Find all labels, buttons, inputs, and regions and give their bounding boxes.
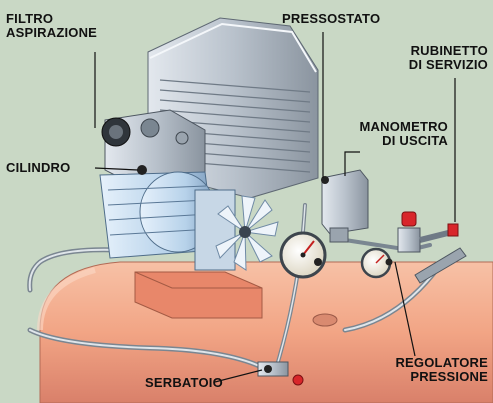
label-filtro-line1: FILTRO xyxy=(6,11,54,26)
label-filtro-line2: ASPIRAZIONE xyxy=(6,25,98,40)
label-regolatore-line2: PRESSIONE xyxy=(410,369,488,384)
label-manometro-line1: MANOMETRO xyxy=(359,119,448,134)
label-serbatoio: SERBATOIO xyxy=(145,376,223,390)
label-cilindro-line1: CILINDRO xyxy=(6,160,71,175)
pressure-regulator xyxy=(397,211,467,284)
manometer-small xyxy=(360,247,393,279)
label-serbatoio-line1: SERBATOIO xyxy=(145,375,223,390)
label-manometro-di-uscita: MANOMETRO DI USCITA xyxy=(328,120,448,148)
label-pressostato: PRESSOSTATO xyxy=(282,12,380,26)
label-cilindro: CILINDRO xyxy=(6,161,70,175)
drain-valve xyxy=(257,361,304,386)
cooling-fan xyxy=(194,189,279,271)
cylinder-head xyxy=(101,109,206,189)
label-pressostato-line1: PRESSOSTATO xyxy=(282,11,381,26)
label-rubinetto-line2: DI SERVIZIO xyxy=(408,57,488,72)
label-rubinetto-line1: RUBINETTO xyxy=(410,43,488,58)
pressure-switch xyxy=(321,169,369,243)
manometer-large xyxy=(279,231,327,279)
label-regolatore-pressione: REGOLATORE PRESSIONE xyxy=(368,356,488,384)
label-manometro-line2: DI USCITA xyxy=(382,133,448,148)
tank-bracket xyxy=(134,271,263,319)
label-regolatore-line1: REGOLATORE xyxy=(395,355,488,370)
leader-lines xyxy=(94,32,456,383)
label-rubinetto-di-servizio: RUBINETTO DI SERVIZIO xyxy=(388,44,488,72)
label-filtro-aspirazione: FILTRO ASPIRAZIONE xyxy=(6,12,97,40)
